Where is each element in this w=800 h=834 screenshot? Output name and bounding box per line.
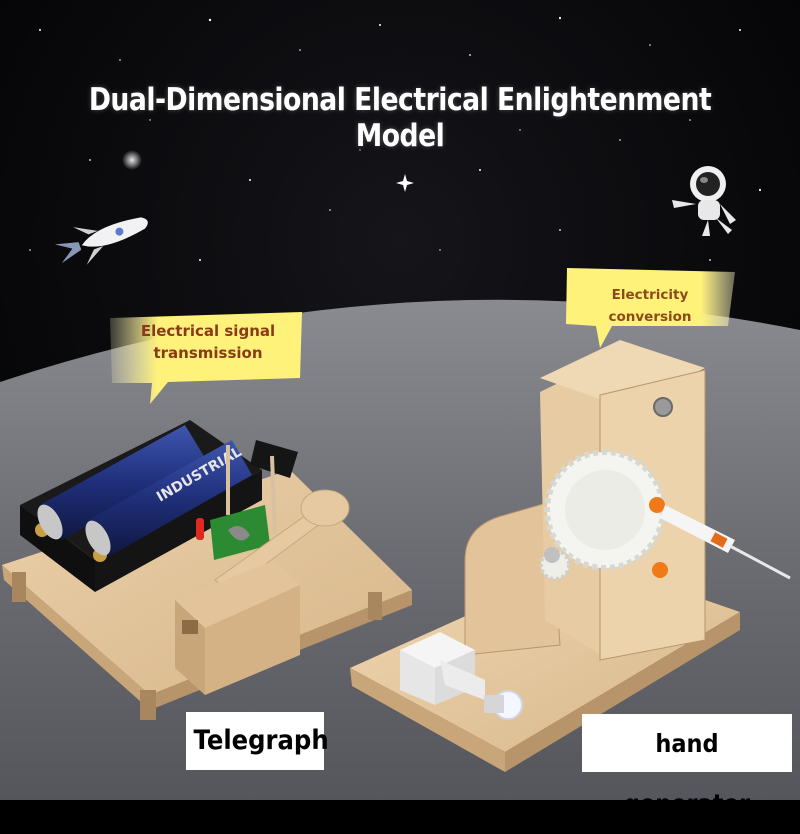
battery-1: [37, 425, 205, 540]
page-title: Dual-Dimensional Electrical Enlightenmen…: [88, 82, 712, 154]
callout-conversion-text: Electricity conversion: [608, 287, 692, 325]
callout-signal-line2: transmission: [153, 344, 263, 362]
screw-icon: [653, 397, 673, 417]
hand-generator-model: [350, 340, 791, 772]
callout-signal-line1: Electrical signal: [140, 322, 276, 340]
sparkle-star: [396, 174, 414, 192]
stars: [29, 16, 762, 261]
planet-glow: [122, 150, 142, 170]
callout-signal-bubble: [110, 312, 302, 404]
telegraph-label: Telegraph: [186, 712, 329, 770]
hand-generator-label: hand generator: [582, 714, 792, 818]
callout-conversion-bubble: [566, 268, 735, 348]
telegraph-model: INDUSTRIAL: [2, 420, 412, 720]
astronaut-icon: [672, 166, 736, 236]
rocket-icon: [54, 217, 148, 265]
gear-icon: [544, 449, 666, 571]
product-photo: INDUSTRIAL: [0, 0, 800, 800]
callout-signal-text: Electrical signal transmission: [118, 320, 298, 364]
